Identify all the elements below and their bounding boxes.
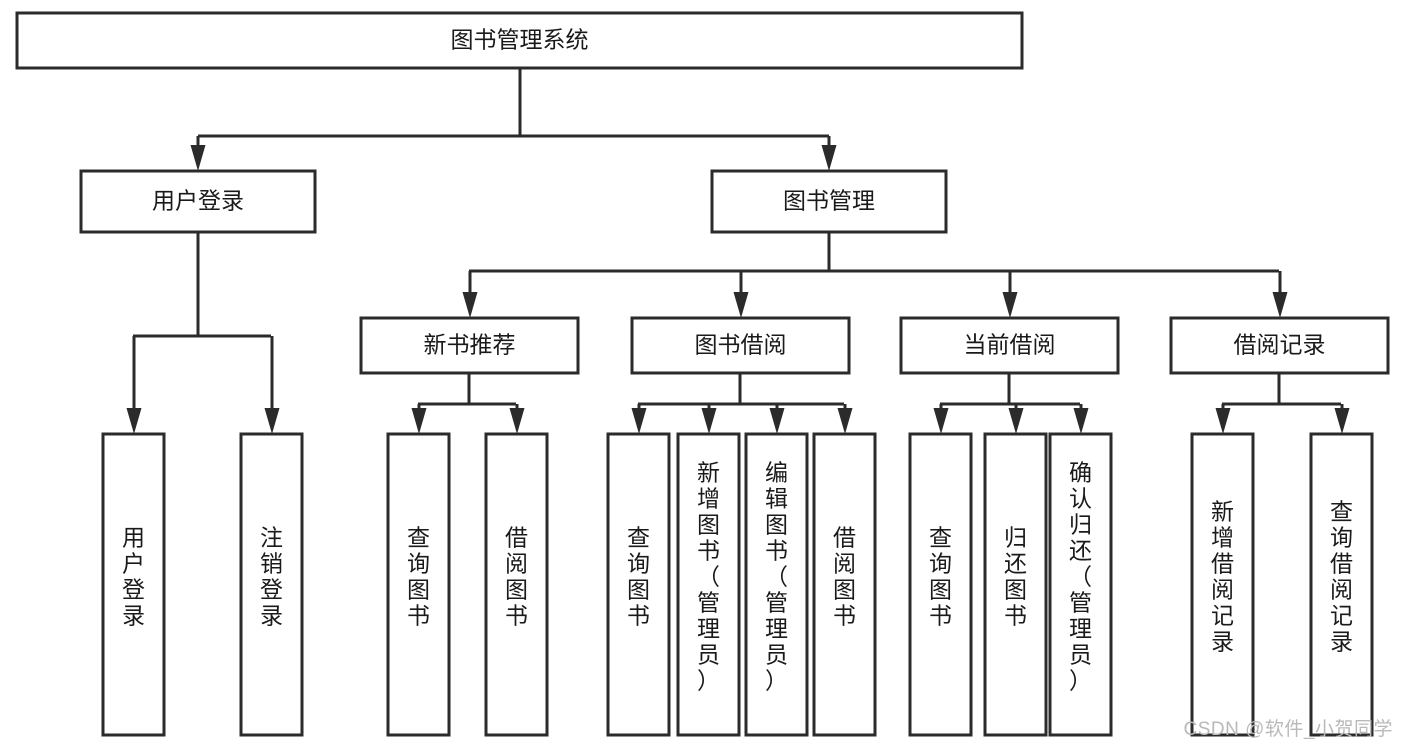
node-box-leaf-add-borrow-record[interactable]: [1190, 432, 1255, 737]
node-leaf-query-book-recommend[interactable]: 查询图书: [386, 432, 451, 737]
node-leaf-user-login[interactable]: 用户登录: [101, 432, 166, 737]
node-book-management[interactable]: 图书管理: [710, 169, 948, 234]
node-book-borrow[interactable]: 图书借阅: [630, 316, 851, 375]
node-box-leaf-logout[interactable]: [239, 432, 304, 737]
node-box-leaf-borrow-book[interactable]: [812, 432, 877, 737]
node-box-leaf-return-book[interactable]: [983, 432, 1048, 737]
node-label-leaf-borrow-book: 借阅图书: [833, 525, 856, 629]
node-box-user-login[interactable]: [79, 169, 317, 234]
node-root[interactable]: 图书管理系统: [15, 11, 1024, 70]
node-leaf-borrow-book-recommend[interactable]: 借阅图书: [484, 432, 549, 737]
node-box-leaf-query-borrow-record[interactable]: [1309, 432, 1374, 737]
connectors-layer: [126, 68, 1350, 434]
node-label-root: 图书管理系统: [451, 27, 589, 53]
node-label-book-management: 图书管理: [783, 188, 875, 214]
node-leaf-logout[interactable]: 注销登录: [239, 432, 304, 737]
node-label-leaf-user-login: 用户登录: [122, 525, 145, 629]
connector-conn-bm-to-level2: [462, 232, 1288, 318]
node-label-borrow-record: 借阅记录: [1234, 332, 1326, 358]
node-box-root[interactable]: [15, 11, 1024, 70]
node-box-book-management[interactable]: [710, 169, 948, 234]
node-borrow-record[interactable]: 借阅记录: [1169, 316, 1390, 375]
node-box-leaf-query-book-recommend[interactable]: [386, 432, 451, 737]
connector-conn-bb-to-leaves: [631, 373, 853, 434]
connector-conn-nbr-to-leaves: [411, 373, 525, 434]
node-label-current-borrow: 当前借阅: [964, 332, 1056, 358]
connector-conn-ul-to-leaves: [126, 232, 280, 434]
node-label-leaf-query-borrow-record: 查询借阅记录: [1330, 499, 1353, 655]
node-leaf-edit-book[interactable]: 编辑图书（管理员）: [744, 432, 809, 737]
node-label-leaf-confirm-return: 确认归还（管理员）: [1069, 460, 1092, 694]
connector-conn-br-to-leaves: [1215, 373, 1350, 434]
node-label-user-login: 用户登录: [152, 188, 244, 214]
node-leaf-query-book-current[interactable]: 查询图书: [908, 432, 973, 737]
node-box-leaf-add-book[interactable]: [676, 432, 741, 737]
connector-conn-root-to-level1: [190, 68, 837, 171]
node-label-leaf-return-book: 归还图书: [1004, 525, 1027, 629]
node-box-leaf-edit-book[interactable]: [744, 432, 809, 737]
connector-conn-cb-to-leaves: [933, 373, 1089, 434]
node-current-borrow[interactable]: 当前借阅: [899, 316, 1120, 375]
node-label-leaf-add-borrow-record: 新增借阅记录: [1211, 499, 1234, 655]
node-box-leaf-borrow-book-recommend[interactable]: [484, 432, 549, 737]
node-leaf-borrow-book[interactable]: 借阅图书: [812, 432, 877, 737]
node-box-borrow-record[interactable]: [1169, 316, 1390, 375]
node-label-leaf-query-book-current: 查询图书: [929, 525, 952, 629]
node-leaf-confirm-return[interactable]: 确认归还（管理员）: [1048, 432, 1113, 737]
node-leaf-query-borrow-record[interactable]: 查询借阅记录: [1309, 432, 1374, 737]
node-label-new-book-recommend: 新书推荐: [424, 332, 516, 358]
node-box-leaf-user-login[interactable]: [101, 432, 166, 737]
node-label-leaf-add-book: 新增图书（管理员）: [697, 460, 720, 694]
nodes-layer: 图书管理系统用户登录图书管理新书推荐图书借阅当前借阅借阅记录用户登录注销登录查询…: [15, 11, 1390, 737]
node-leaf-query-book-borrow[interactable]: 查询图书: [606, 432, 671, 737]
node-box-leaf-query-book-current[interactable]: [908, 432, 973, 737]
node-leaf-add-borrow-record[interactable]: 新增借阅记录: [1190, 432, 1255, 737]
node-box-current-borrow[interactable]: [899, 316, 1120, 375]
node-box-leaf-query-book-borrow[interactable]: [606, 432, 671, 737]
node-user-login[interactable]: 用户登录: [79, 169, 317, 234]
node-new-book-recommend[interactable]: 新书推荐: [359, 316, 580, 375]
node-label-leaf-query-book-recommend: 查询图书: [407, 525, 430, 629]
node-label-leaf-query-book-borrow: 查询图书: [627, 525, 650, 629]
node-label-leaf-borrow-book-recommend: 借阅图书: [505, 525, 528, 629]
node-box-book-borrow[interactable]: [630, 316, 851, 375]
node-box-leaf-confirm-return[interactable]: [1048, 432, 1113, 737]
node-label-leaf-edit-book: 编辑图书（管理员）: [765, 460, 788, 694]
node-box-new-book-recommend[interactable]: [359, 316, 580, 375]
node-leaf-add-book[interactable]: 新增图书（管理员）: [676, 432, 741, 737]
node-leaf-return-book[interactable]: 归还图书: [983, 432, 1048, 737]
node-label-leaf-logout: 注销登录: [260, 525, 283, 629]
node-label-book-borrow: 图书借阅: [695, 332, 787, 358]
